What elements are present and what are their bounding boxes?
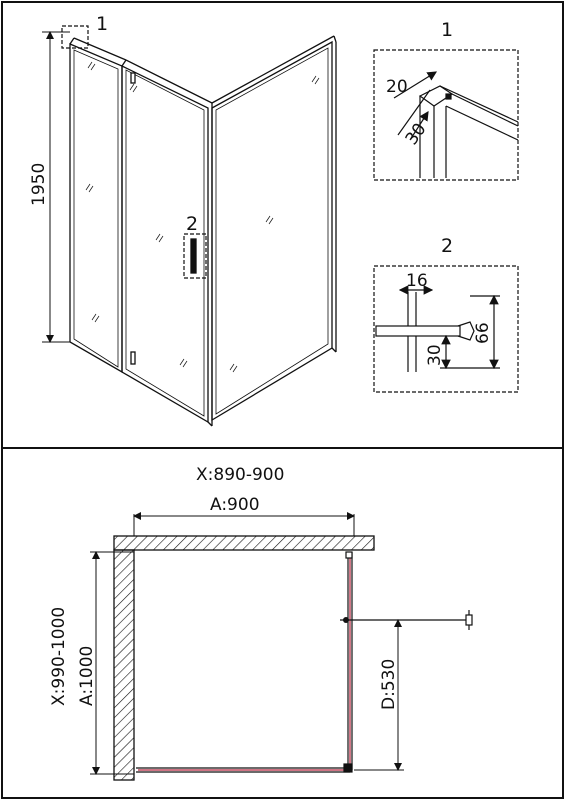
height-value: 1950 xyxy=(29,163,49,206)
plan-a-depth: A:1000 xyxy=(77,646,97,706)
detail-2-dim-width: 16 xyxy=(406,271,428,291)
detail-2-profile xyxy=(375,285,500,372)
plan-door-dimension xyxy=(354,619,404,771)
plan-a-width: A:900 xyxy=(210,495,260,515)
detail-1-title: 1 xyxy=(441,19,453,41)
detail-1-dim-a: 20 xyxy=(386,77,408,97)
left-fixed-panel xyxy=(69,43,123,374)
plan-width-dimension xyxy=(133,512,355,536)
callout-box-2 xyxy=(183,233,207,279)
detail-2-frame xyxy=(373,265,519,393)
left-wall xyxy=(113,549,135,781)
height-dimension xyxy=(42,31,70,343)
top-wall xyxy=(113,535,375,551)
hinge xyxy=(130,72,136,84)
hinge xyxy=(130,351,136,365)
side-panel xyxy=(211,40,333,422)
detail-2-title: 2 xyxy=(441,235,453,257)
detail-2-dim-height: 66 xyxy=(473,322,493,344)
callout-label-2: 2 xyxy=(186,213,198,235)
callout-box-1 xyxy=(61,25,89,49)
plan-x-width: X:890-900 xyxy=(196,465,284,485)
callout-label-1: 1 xyxy=(96,13,108,35)
plan-x-depth: X:990-1000 xyxy=(49,607,69,706)
detail-1-profile xyxy=(393,71,519,178)
plan-d-door: D:530 xyxy=(379,659,399,710)
plan-depth-dimension xyxy=(90,551,134,775)
enclosure-profiles xyxy=(136,551,473,773)
detail-2-dim-offset: 30 xyxy=(425,344,445,366)
detail-1-frame xyxy=(373,49,519,181)
elevation-view xyxy=(69,35,337,427)
door-handle xyxy=(190,238,197,274)
